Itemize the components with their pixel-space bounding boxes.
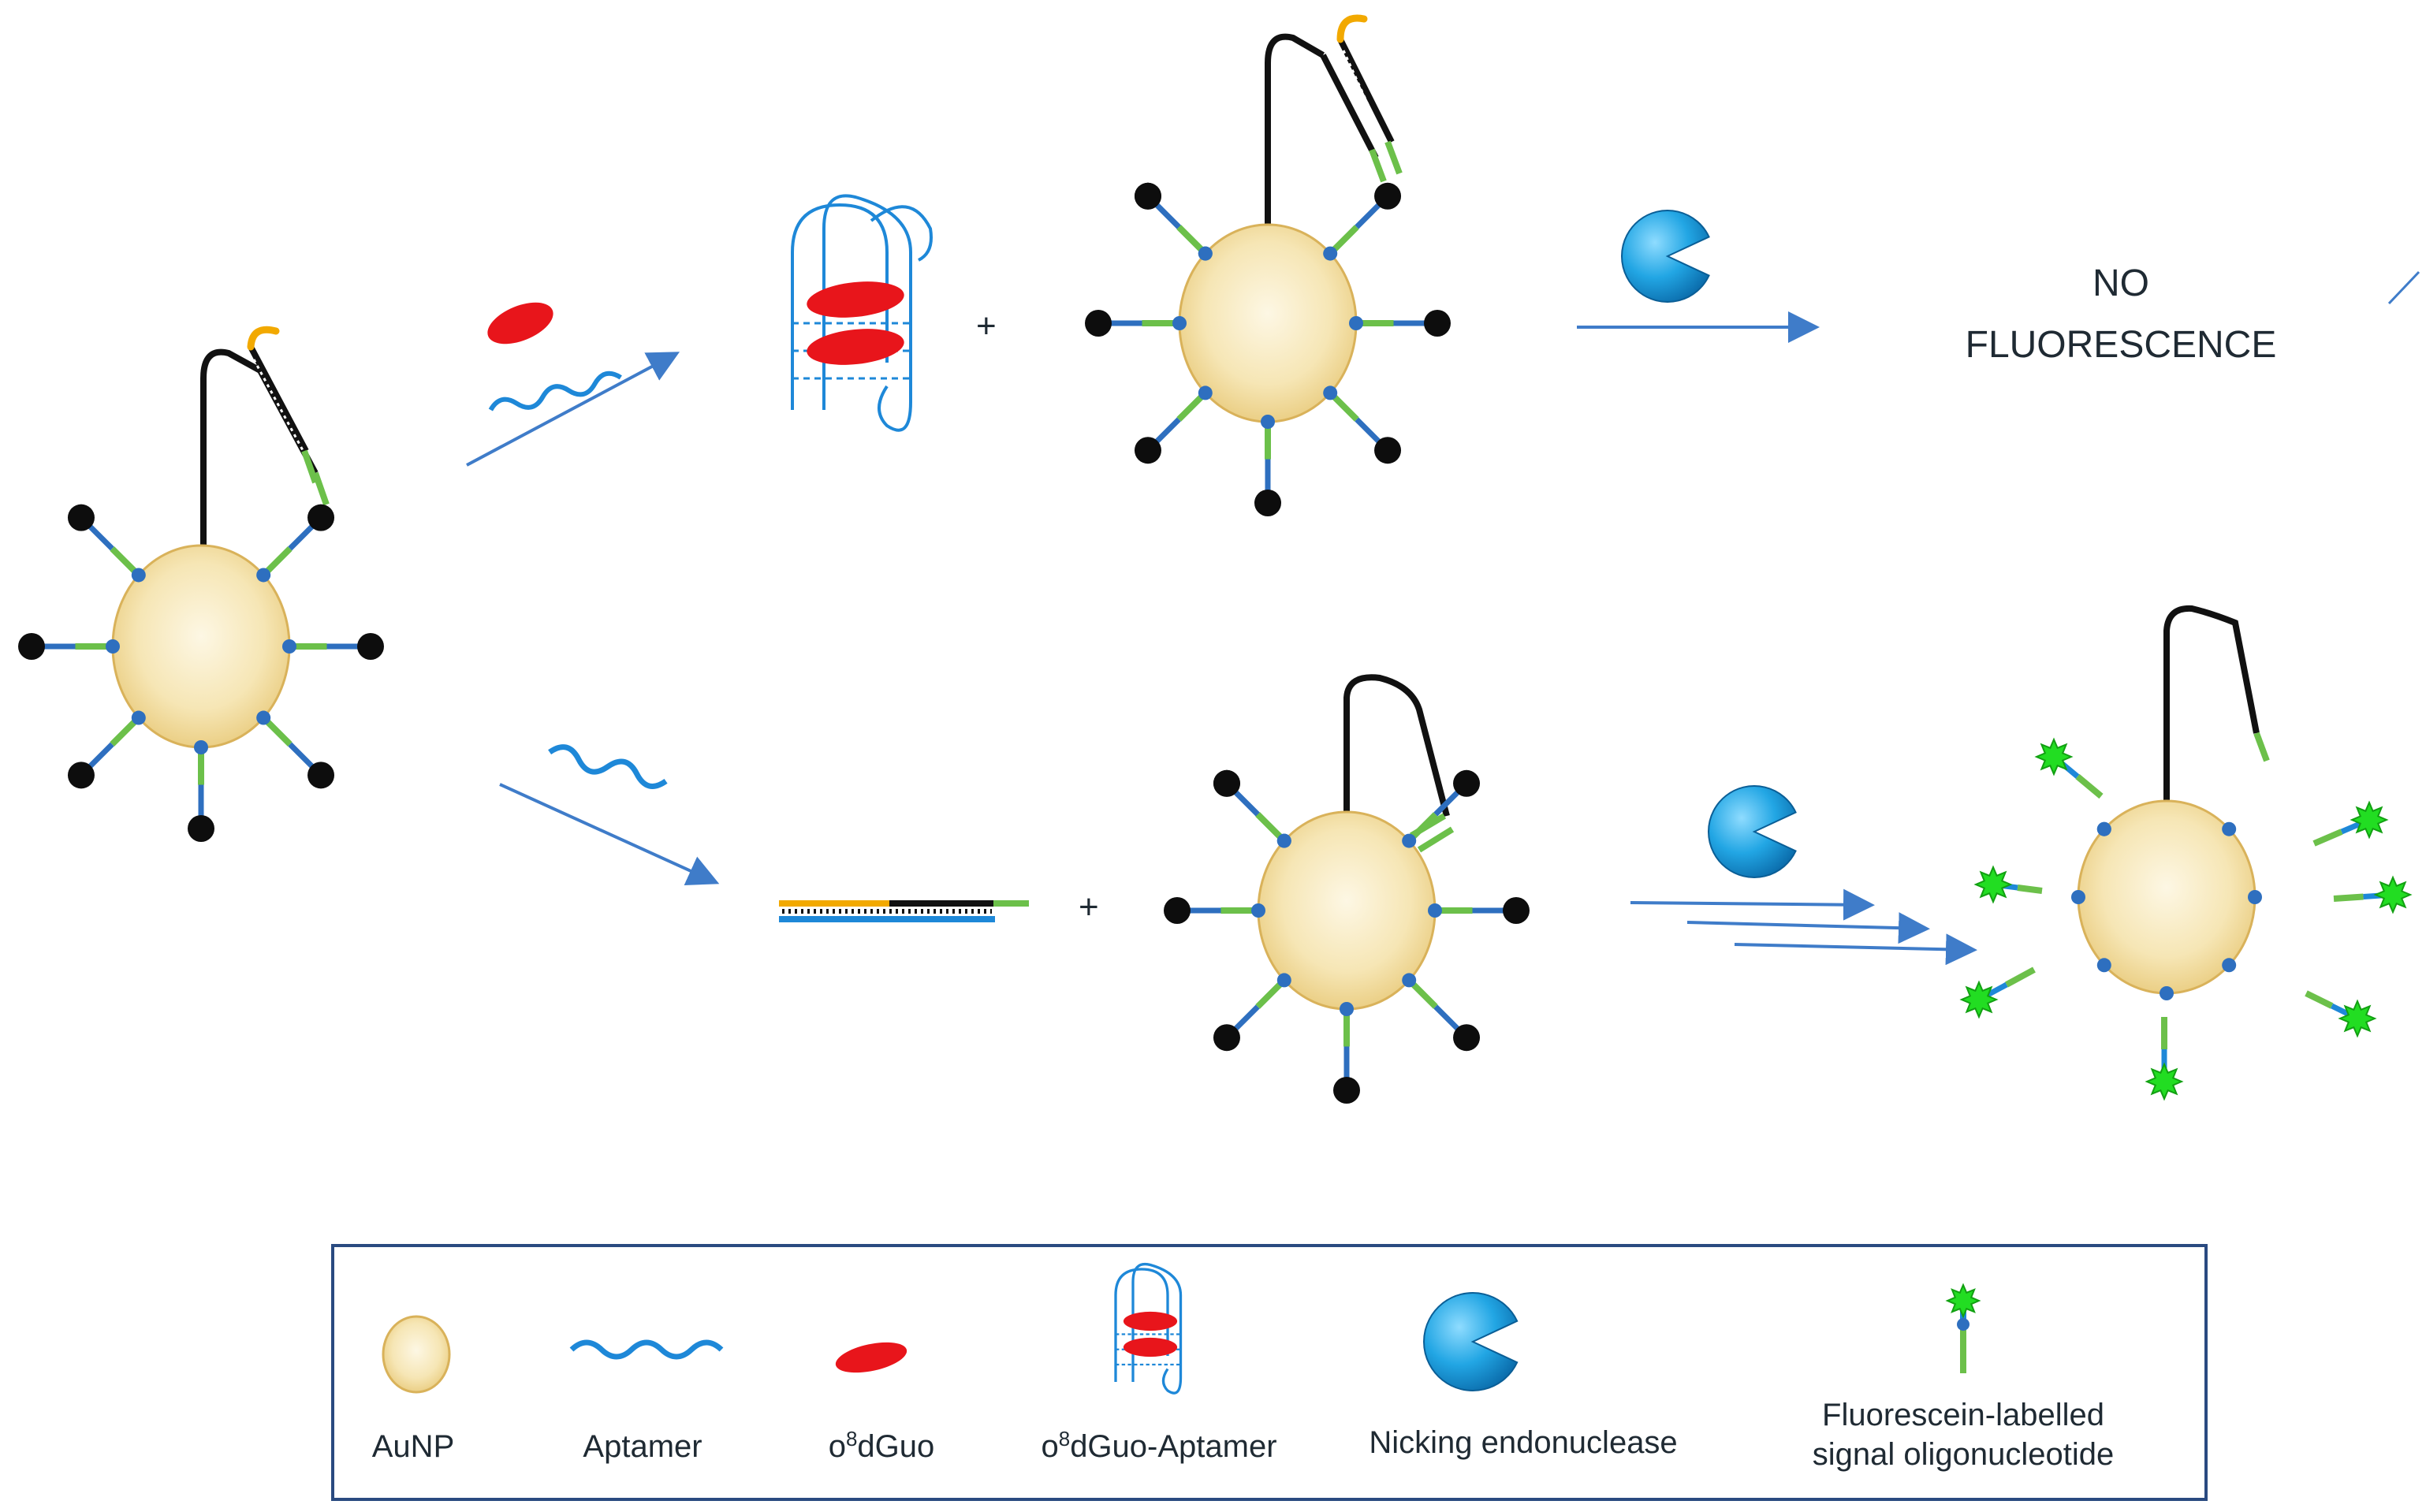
attachment-node <box>1261 415 1275 429</box>
aptamer-icon <box>569 1339 724 1360</box>
attachment-node <box>2160 986 2174 1000</box>
quencher-bead <box>1453 1024 1481 1052</box>
legend-box <box>331 1244 2208 1501</box>
quencher-bead <box>1134 182 1161 210</box>
quencher-bead <box>1085 310 1112 337</box>
legend-fluor-label-1: Fluorescein-labelled <box>1822 1398 2104 1432</box>
attachment-node <box>131 710 146 725</box>
quencher-bead <box>1453 769 1481 797</box>
quencher-bead <box>1374 182 1402 210</box>
attachment-node <box>1251 903 1265 918</box>
attachment-node <box>1276 973 1291 988</box>
attachment-node <box>1349 316 1363 330</box>
pacman-enzyme-icon <box>1621 210 1710 303</box>
attachment-node <box>194 740 208 754</box>
attachment-node <box>256 710 271 725</box>
legend-target-label: o8dGuo <box>829 1427 935 1464</box>
bottom-nicking-step <box>1630 785 1977 966</box>
upper-branch-arrow <box>466 302 680 467</box>
attachment-node <box>1276 833 1291 848</box>
initial-probe <box>18 326 384 842</box>
fluorescein-star-icon <box>2145 1062 2184 1101</box>
fluorescein-star-icon <box>1973 865 2013 904</box>
top-nicking-step <box>1577 210 1820 343</box>
quencher-bead <box>1424 310 1451 337</box>
attachment-node <box>2248 890 2262 904</box>
pacman-enzyme-icon <box>1422 1292 1519 1391</box>
aptamer-icon <box>548 744 668 789</box>
attachment-node <box>2071 890 2085 904</box>
fluorescein-star-icon <box>2350 800 2389 840</box>
legend-aunp-label: AuNP <box>372 1429 455 1464</box>
quencher-bead <box>1254 490 1281 516</box>
fluorescein-star-icon <box>1959 980 1999 1019</box>
attachment-node <box>2096 958 2111 973</box>
probe-hairpin <box>200 326 330 552</box>
legend-fluor-label-2: signal oligonucleotide <box>1813 1437 2115 1472</box>
attachment-node <box>1428 903 1442 918</box>
fluorescein-star-icon <box>2034 737 2074 776</box>
target-molecule-icon <box>487 302 553 344</box>
result-no-label: NO <box>2092 263 2149 304</box>
legend-complex-label: o8dGuo-Aptamer <box>1041 1427 1276 1464</box>
duplex-icon <box>779 900 1029 922</box>
toehold-strand <box>247 326 280 351</box>
attachment-node <box>1402 833 1417 848</box>
attachment-node <box>2222 821 2237 836</box>
aptamer-icon <box>488 371 622 412</box>
initial-nanoparticle <box>18 504 384 842</box>
quencher-bead <box>188 815 214 842</box>
attachment-node <box>1323 385 1338 400</box>
quencher-bead <box>1374 437 1402 464</box>
gold-nanoparticle-icon <box>382 1315 451 1394</box>
attachment-node <box>1323 246 1338 261</box>
attachment-node <box>1340 1002 1354 1016</box>
fluorescein-signals <box>1959 737 2413 1101</box>
quencher-bead <box>1134 437 1161 464</box>
quencher-bead <box>1333 1077 1360 1104</box>
quencher-bead <box>1213 769 1240 797</box>
attachment-node <box>1198 246 1213 261</box>
fluorescein-star-icon <box>2373 875 2413 914</box>
result-fluorescence-label: FLUORESCENCE <box>1966 324 2277 366</box>
legend-aptamer-label: Aptamer <box>583 1429 702 1464</box>
fluorescein-star-icon <box>2338 999 2377 1038</box>
attachment-node <box>1172 316 1187 330</box>
lower-branch-arrow <box>499 744 720 885</box>
cropped-arrow-fragment <box>2387 270 2420 305</box>
attachment-node <box>106 639 120 654</box>
quencher-bead <box>357 633 384 660</box>
target-molecule-icon <box>835 1342 907 1373</box>
quencher-bead <box>1213 1024 1240 1052</box>
top-hairpin <box>1265 14 1403 229</box>
quencher-bead <box>67 504 95 531</box>
fluorescein-star-icon <box>1945 1283 1981 1319</box>
quencher-bead <box>1164 897 1191 924</box>
released-signal-nanoparticle <box>1959 605 2413 1101</box>
legend-nicking-label: Nicking endonuclease <box>1369 1425 1677 1460</box>
pacman-enzyme-icon <box>1708 785 1797 878</box>
attachment-node <box>2222 958 2237 973</box>
quencher-bead <box>67 762 95 789</box>
plus-sign-top: + <box>976 307 997 345</box>
bottom-nanoparticle-probe <box>1164 674 1530 1104</box>
top-nanoparticle-probe <box>1085 14 1451 516</box>
quencher-bead <box>307 762 335 789</box>
attachment-node <box>131 568 146 583</box>
plus-sign-bottom: + <box>1079 888 1099 926</box>
attachment-node <box>2096 821 2111 836</box>
quencher-bead <box>307 504 335 531</box>
attachment-node <box>282 639 296 654</box>
g-quadruplex-complex-icon <box>1114 1262 1183 1395</box>
attachment-node <box>1402 973 1417 988</box>
quencher-bead <box>1503 897 1530 924</box>
g-quadruplex-complex-icon <box>791 194 933 432</box>
attachment-node <box>1198 385 1213 400</box>
legend: AuNP Aptamer o8dGuo o8dGuo-Aptamer Nicki… <box>331 1244 2208 1501</box>
quencher-bead <box>18 633 45 660</box>
attachment-node <box>256 568 271 583</box>
